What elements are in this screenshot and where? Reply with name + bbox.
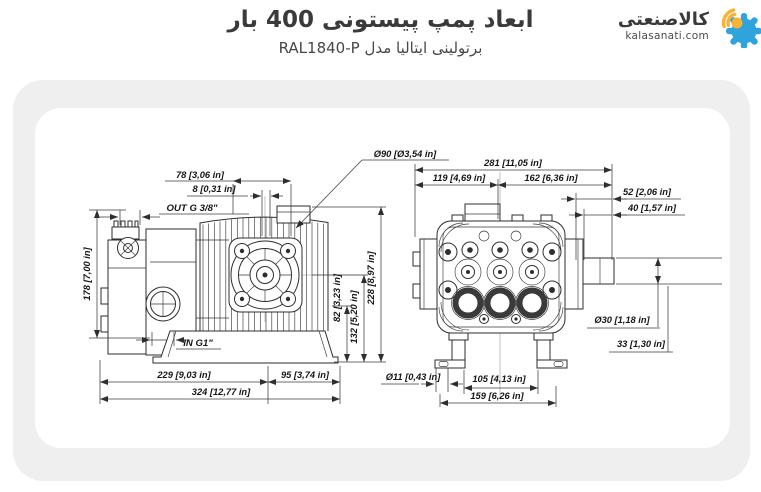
- page-header: ابعاد پمپ پیستونی 400 بار برتولینی ایتال…: [0, 6, 761, 57]
- front-view-dimensions: 281 [11,05 in] 119 [4,69 in] 162 [6,36 i…: [381, 158, 722, 407]
- dim-label-8: 8 [0,31 in]: [193, 184, 237, 194]
- dim-label-178: 178 [7,00 in]: [82, 246, 92, 300]
- pump-side-view: 178 [7,00 in] 78 [3,06 in] 8 [0,31 in] O…: [82, 149, 449, 404]
- gear-wifi-icon: [721, 8, 761, 48]
- mounting-feet: [434, 332, 568, 369]
- top-cap-block: [276, 205, 311, 224]
- dim-label-229: 229 [9,03 in]: [156, 370, 211, 380]
- dim-label-105: 105 [4,13 in]: [472, 374, 526, 384]
- dim-label-281: 281 [11,05 in]: [483, 158, 543, 168]
- page-subtitle: برتولینی ایتالیا مدل RAL1840-P: [278, 38, 483, 57]
- wifi-icon: [721, 8, 743, 29]
- dim-label-52: 52 [2,06 in]: [623, 187, 672, 197]
- port-label-in: IN G1": [183, 338, 213, 349]
- shaft: [582, 257, 615, 285]
- logo-domain: kalasanati.com: [625, 29, 709, 42]
- dim-label-d30: Ø30 [1,18 in]: [594, 315, 650, 325]
- shaft-flange: [228, 237, 303, 313]
- drawing-canvas: 178 [7,00 in] 78 [3,06 in] 8 [0,31 in] O…: [35, 108, 730, 448]
- logo-text: کالاصنعتی kalasanati.com: [618, 10, 709, 42]
- dim-label-d90: Ø90 [Ø3,54 in]: [374, 149, 437, 159]
- dim-label-159: 159 [6,26 in]: [470, 391, 524, 401]
- dim-label-162: 162 [6,36 in]: [524, 173, 578, 183]
- side-view-dimensions: 178 [7,00 in] 78 [3,06 in] 8 [0,31 in] O…: [82, 149, 449, 404]
- pump-dimension-drawing: 178 [7,00 in] 78 [3,06 in] 8 [0,31 in] O…: [82, 149, 722, 407]
- dim-label-132: 132 [5,20 in]: [349, 289, 359, 343]
- dim-label-82: 82 [3,23 in]: [332, 273, 342, 322]
- dim-label-95: 95 [3,74 in]: [281, 370, 330, 380]
- page-title: ابعاد پمپ پیستونی 400 بار: [227, 7, 534, 33]
- pump-head-side: [100, 220, 197, 356]
- pump-front-view: 281 [11,05 in] 119 [4,69 in] 162 [6,36 i…: [381, 158, 722, 407]
- dim-label-40: 40 [1,57 in]: [627, 203, 677, 213]
- logo-brand: کالاصنعتی: [617, 9, 709, 31]
- port-label-out: OUT G 3/8": [167, 203, 218, 214]
- dim-label-d11: Ø11 [0,43 in]: [386, 372, 442, 382]
- mounting-base: [152, 330, 339, 364]
- dim-label-78: 78 [3,06 in]: [176, 170, 225, 180]
- dim-label-324: 324 [12,77 in]: [192, 387, 251, 397]
- mounting-base-lines: [167, 330, 328, 358]
- pump-head-front: [412, 203, 615, 334]
- dim-label-228: 228 [8,97 in]: [366, 250, 376, 305]
- site-logo: کالاصنعتی kalasanati.com: [618, 4, 761, 48]
- dim-label-119: 119 [4,69 in]: [433, 173, 486, 183]
- dim-label-33: 33 [1,30 in]: [617, 339, 666, 349]
